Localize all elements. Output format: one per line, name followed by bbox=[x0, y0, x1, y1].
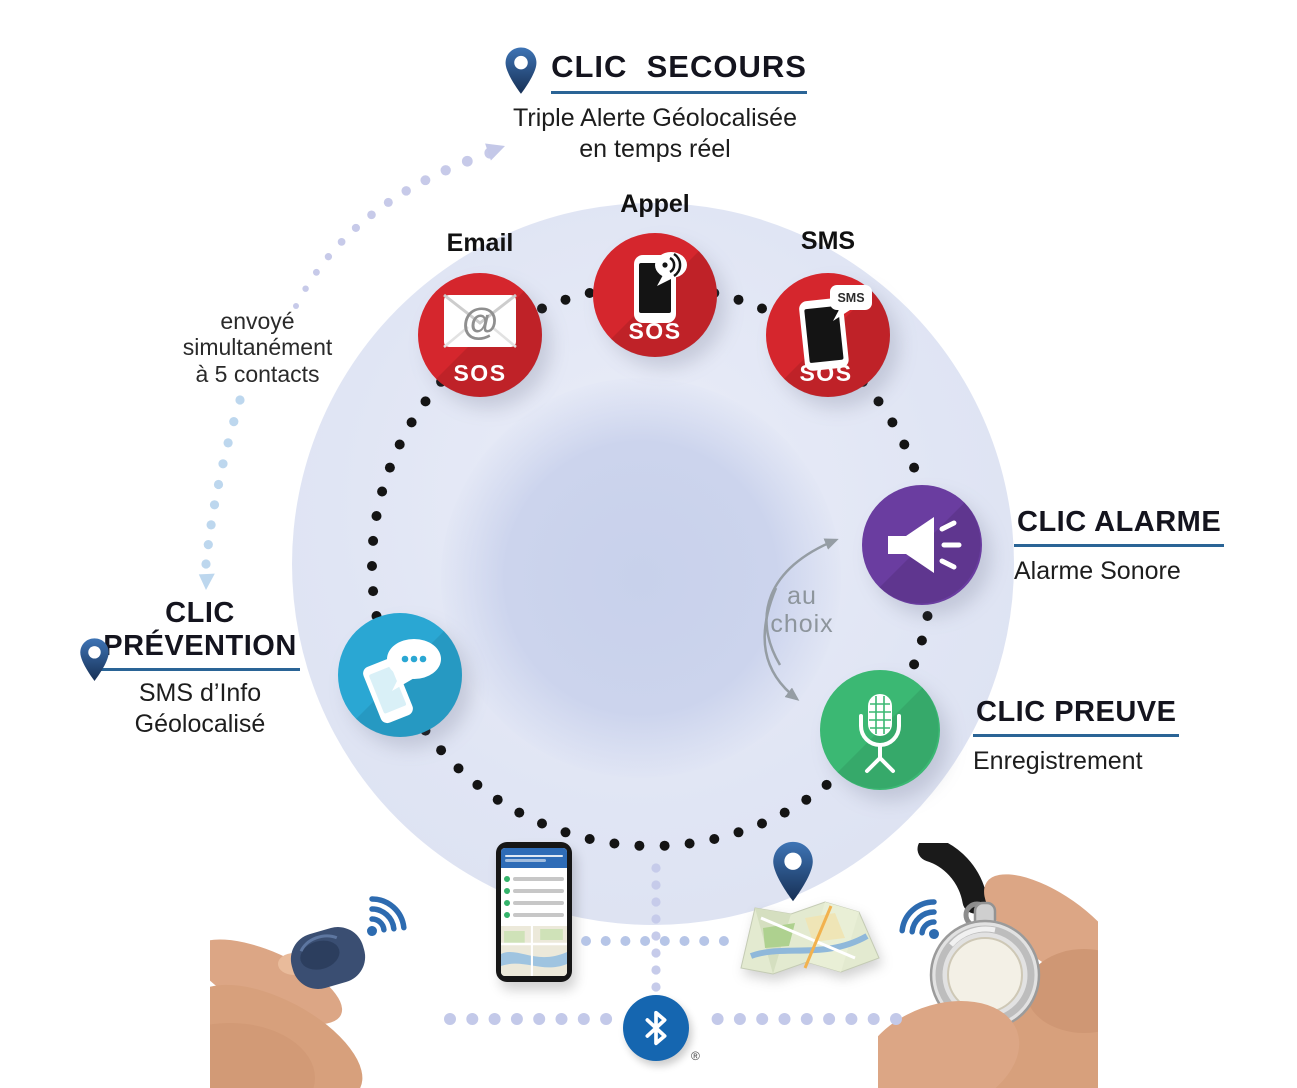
note-line3: à 5 contacts bbox=[195, 360, 320, 387]
smartphone-app bbox=[496, 842, 572, 982]
list-item bbox=[504, 912, 564, 918]
appel-label: Appel bbox=[620, 190, 690, 218]
list-item bbox=[504, 876, 564, 882]
sms-sos-text: SOS bbox=[799, 360, 852, 386]
choice-label: au choix bbox=[760, 582, 844, 638]
envelope-at-icon: @ bbox=[443, 293, 517, 348]
bluetooth-registered-mark: ® bbox=[691, 1049, 700, 1063]
clic-alarme-block: CLIC ALARME Alarme Sonore bbox=[1014, 506, 1225, 586]
secours-subtitle-line2: en temps réel bbox=[579, 135, 731, 163]
sms-label: SMS bbox=[800, 227, 856, 255]
email-label: Email bbox=[446, 229, 514, 257]
alarme-subtitle: Alarme Sonore bbox=[1014, 557, 1181, 585]
svg-text:SMS: SMS bbox=[837, 291, 864, 305]
list-item bbox=[504, 900, 564, 906]
preuve-subtitle: Enregistrement bbox=[973, 747, 1143, 775]
inner-highlight-circle bbox=[441, 378, 841, 778]
prevention-subtitle-line1: SMS d’Info bbox=[138, 679, 262, 707]
left-hand bbox=[210, 939, 363, 1088]
svg-text:@: @ bbox=[462, 301, 498, 342]
list-item bbox=[504, 888, 564, 894]
app-map-view bbox=[501, 926, 567, 976]
secours-pin-icon bbox=[503, 46, 539, 96]
sms-bubble-icon: SMS bbox=[830, 285, 872, 321]
prevention-pin-icon bbox=[78, 637, 111, 683]
clic-secours-title: CLIC SECOURS bbox=[551, 49, 807, 94]
clic-secours-block: CLIC SECOURS Triple Alerte Géolocalisée … bbox=[440, 46, 870, 164]
prevention-title-line1: CLIC bbox=[165, 597, 235, 629]
clic-preuve-block: CLIC PREUVE Enregistrement bbox=[973, 696, 1180, 776]
left-hand-with-device bbox=[210, 927, 366, 1088]
proof-microphone-icon bbox=[820, 670, 940, 795]
preuve-title: CLIC PREUVE bbox=[973, 696, 1180, 737]
prevention-title-line2: PRÉVENTION bbox=[100, 630, 300, 671]
sms-alert-icon: SMS SOS bbox=[766, 273, 891, 402]
call-alert-icon: SOS bbox=[593, 233, 718, 362]
clic-prevention-block: CLIC PRÉVENTION SMS d’Info Géolocalisé bbox=[66, 597, 334, 739]
loudspeaker-icon bbox=[888, 517, 962, 573]
alarm-speaker-icon bbox=[862, 485, 982, 610]
app-header-bar bbox=[501, 848, 567, 868]
phone-icon bbox=[363, 658, 413, 724]
secours-subtitle-line1: Triple Alerte Géolocalisée bbox=[513, 104, 797, 132]
paper-map bbox=[740, 901, 880, 975]
microphone-icon bbox=[859, 694, 901, 773]
bluetooth-icon bbox=[623, 995, 689, 1061]
prevention-subtitle-line2: Géolocalisé bbox=[134, 710, 266, 738]
appel-sos-text: SOS bbox=[628, 318, 681, 344]
dotted-arrowhead-down-icon bbox=[198, 573, 215, 590]
clic-button-device bbox=[290, 927, 366, 989]
choice-line1: au bbox=[787, 582, 817, 610]
app-contact-list bbox=[501, 868, 567, 926]
alarme-title: CLIC ALARME bbox=[1014, 506, 1225, 547]
right-hand-with-pendant bbox=[878, 843, 1098, 1088]
email-alert-icon: @ SOS bbox=[418, 273, 543, 402]
email-sos-text: SOS bbox=[453, 360, 506, 386]
note-line1: envoyé bbox=[220, 308, 295, 334]
phone-voice-icon bbox=[634, 252, 687, 323]
choice-line2: choix bbox=[770, 609, 834, 638]
right-hand bbox=[917, 843, 1098, 1088]
map-pin-icon bbox=[770, 840, 816, 904]
prevention-message-icon bbox=[338, 613, 463, 742]
pendant-strap bbox=[917, 843, 988, 914]
sent-note-block: envoyé simultanément à 5 contacts bbox=[150, 308, 365, 387]
note-line2: simultanément bbox=[182, 334, 333, 361]
